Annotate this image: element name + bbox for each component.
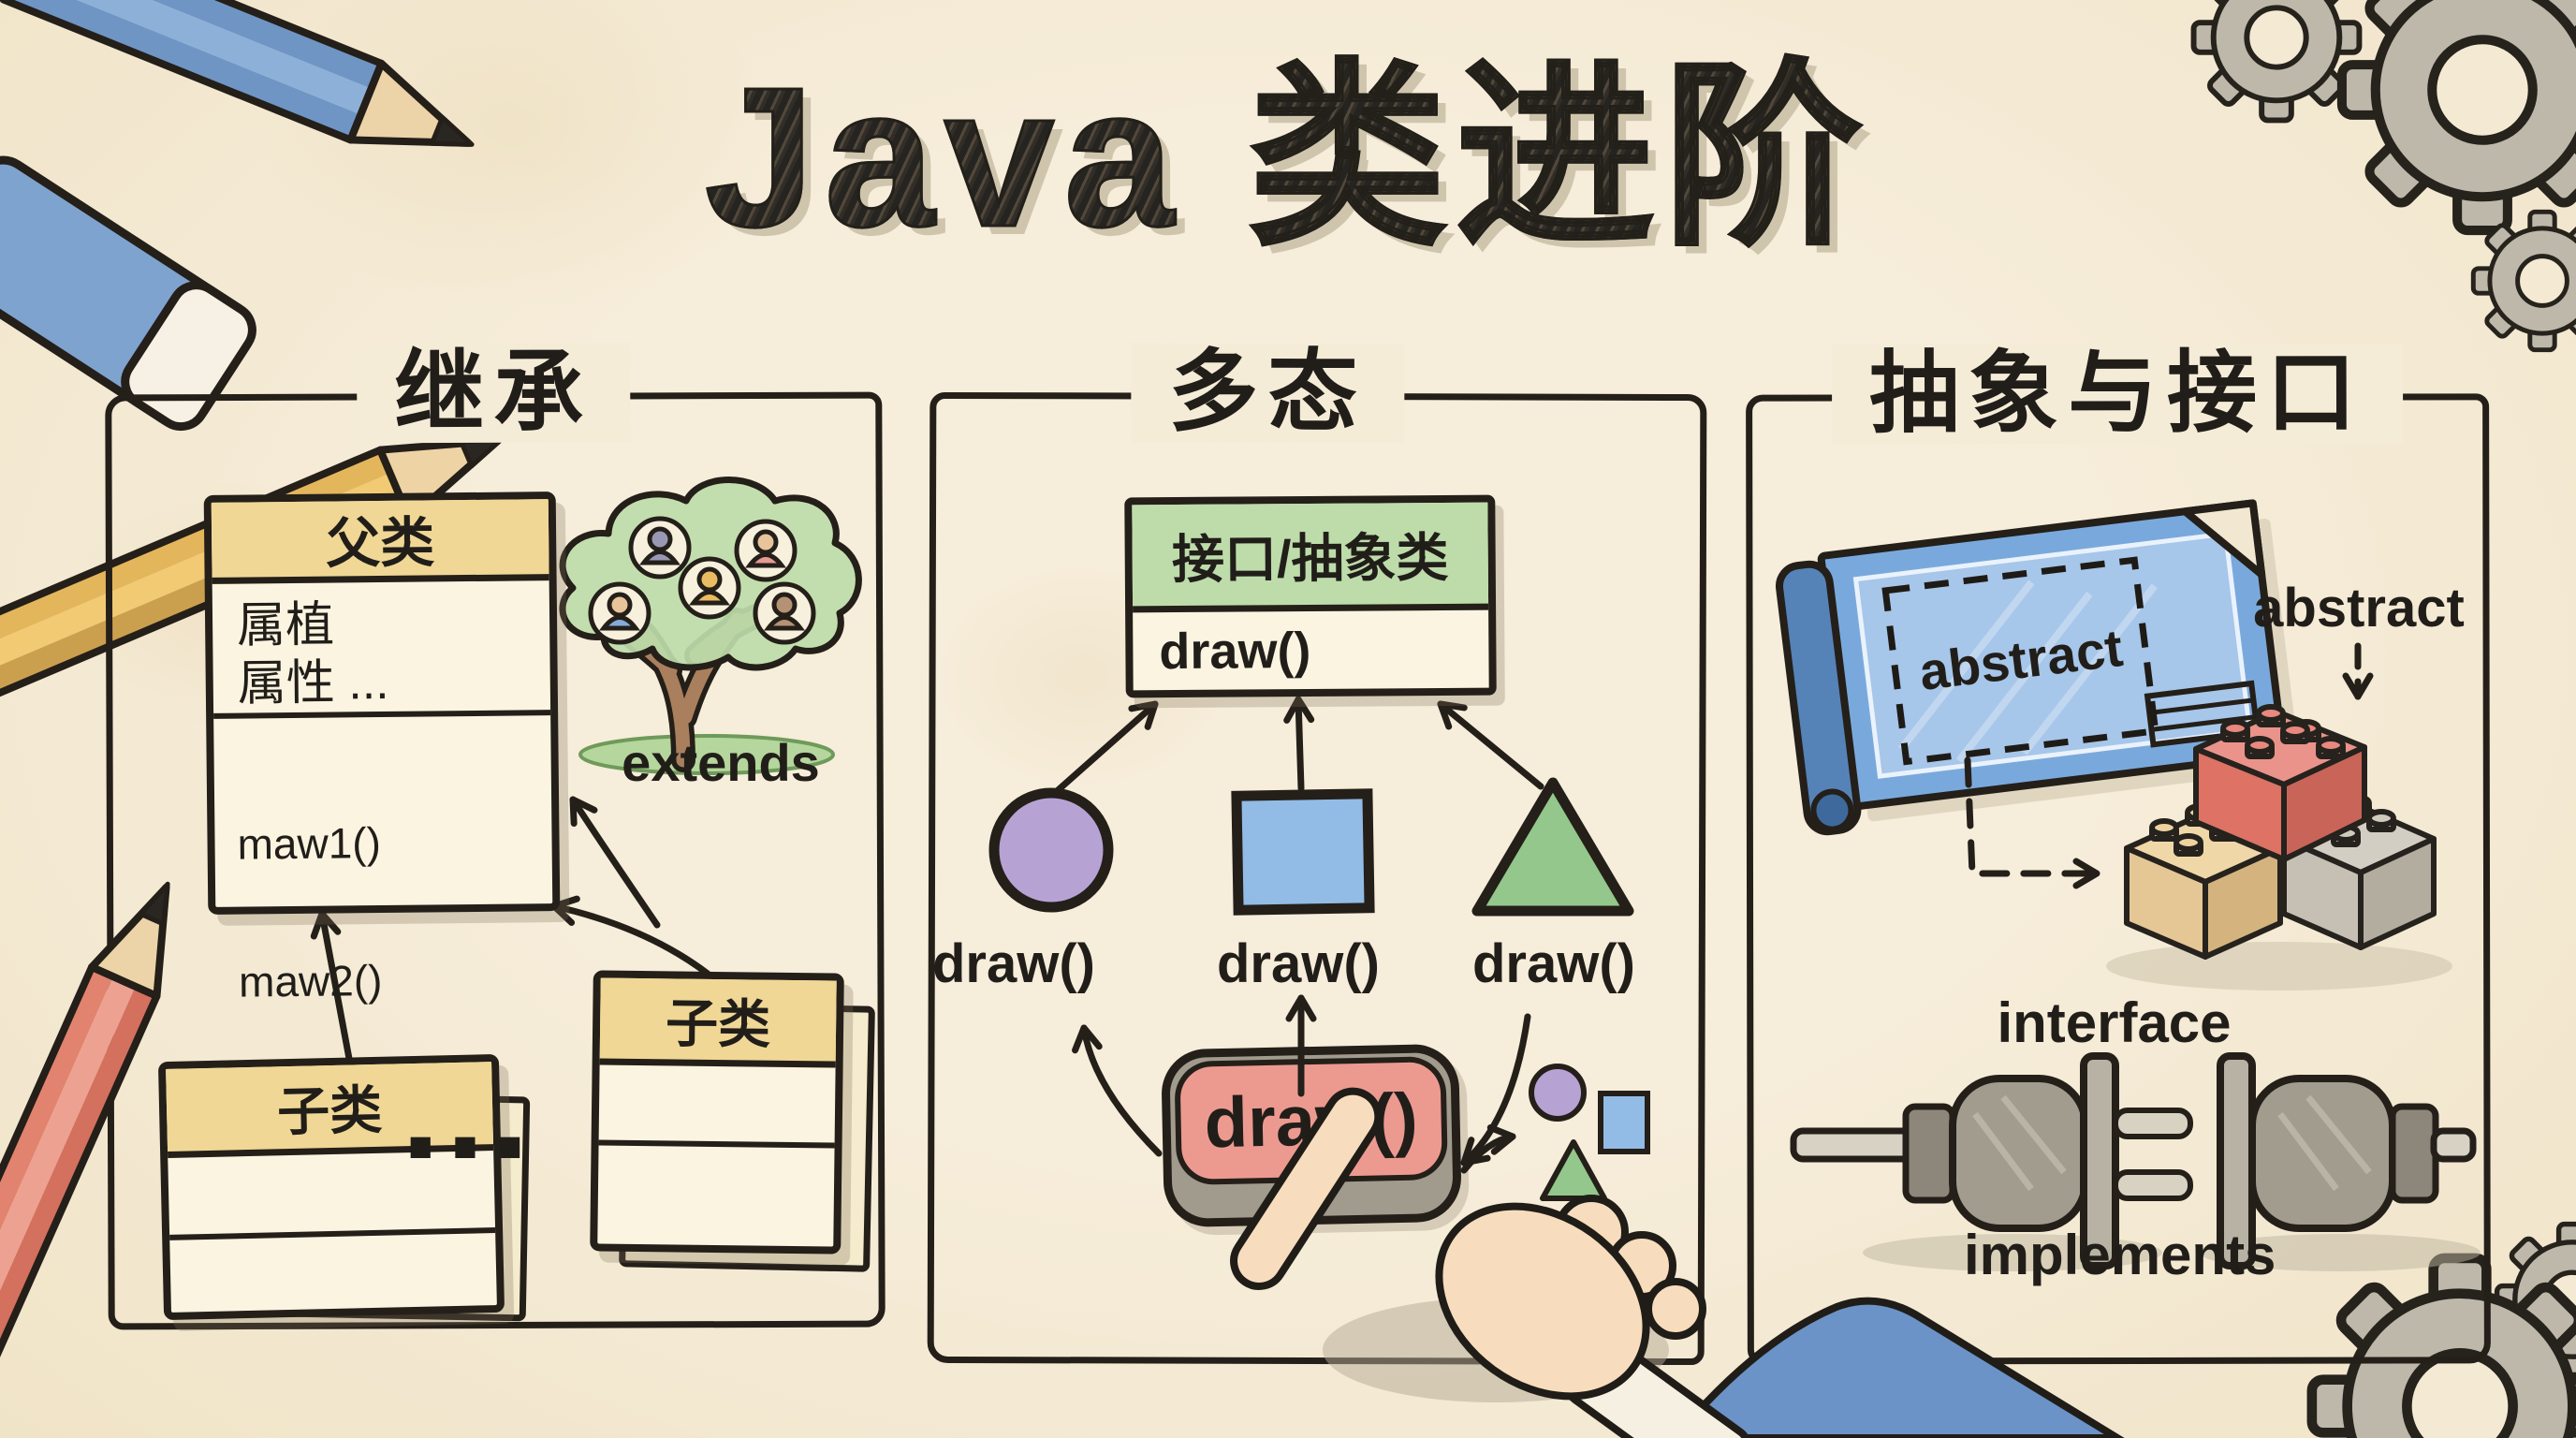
draw-label-triangle: draw(): [1472, 933, 1635, 994]
draw-label-circle: draw(): [932, 933, 1095, 994]
implements-label: implements: [1964, 1224, 2276, 1286]
interface-abstract-box: 接口/抽象类 draw(): [1124, 494, 1497, 698]
interface-label: interface: [1997, 991, 2232, 1054]
draw-label-square: draw(): [1217, 933, 1380, 994]
panel-polymorphism-title: 多态: [1131, 342, 1405, 443]
draw-button[interactable]: draw(): [1161, 1043, 1462, 1228]
extends-label: extends: [622, 733, 820, 792]
interface-abstract-title: 接口/抽象类: [1132, 502, 1489, 613]
page-title-text: Java 类进阶: [703, 17, 1872, 298]
panel-abstraction: 抽象与接口: [1746, 343, 2491, 1365]
page-title: Java 类进阶 Java 类进阶: [0, 17, 2576, 316]
parent-class-attributes: 属植 属性 ...: [212, 580, 551, 719]
panel-abstraction-title: 抽象与接口: [1832, 343, 2404, 444]
page-title-shadow: Java 类进阶: [714, 25, 1881, 306]
abstract-side-label: abstract: [2253, 578, 2465, 638]
subclass-right-box: 子类: [590, 970, 844, 1255]
interface-abstract-method: draw(): [1159, 622, 1311, 680]
subclass-right-title: 子类: [599, 977, 837, 1068]
draw-button-label: draw(): [1174, 1055, 1449, 1186]
subclass-ellipsis: ...: [401, 1031, 535, 1188]
parent-class-title: 父类: [211, 499, 549, 584]
panel-inheritance-title: 继承: [357, 342, 631, 443]
parent-class-box: 父类 属植 属性 ... maw1() maw2() () ...: [203, 492, 561, 1282]
